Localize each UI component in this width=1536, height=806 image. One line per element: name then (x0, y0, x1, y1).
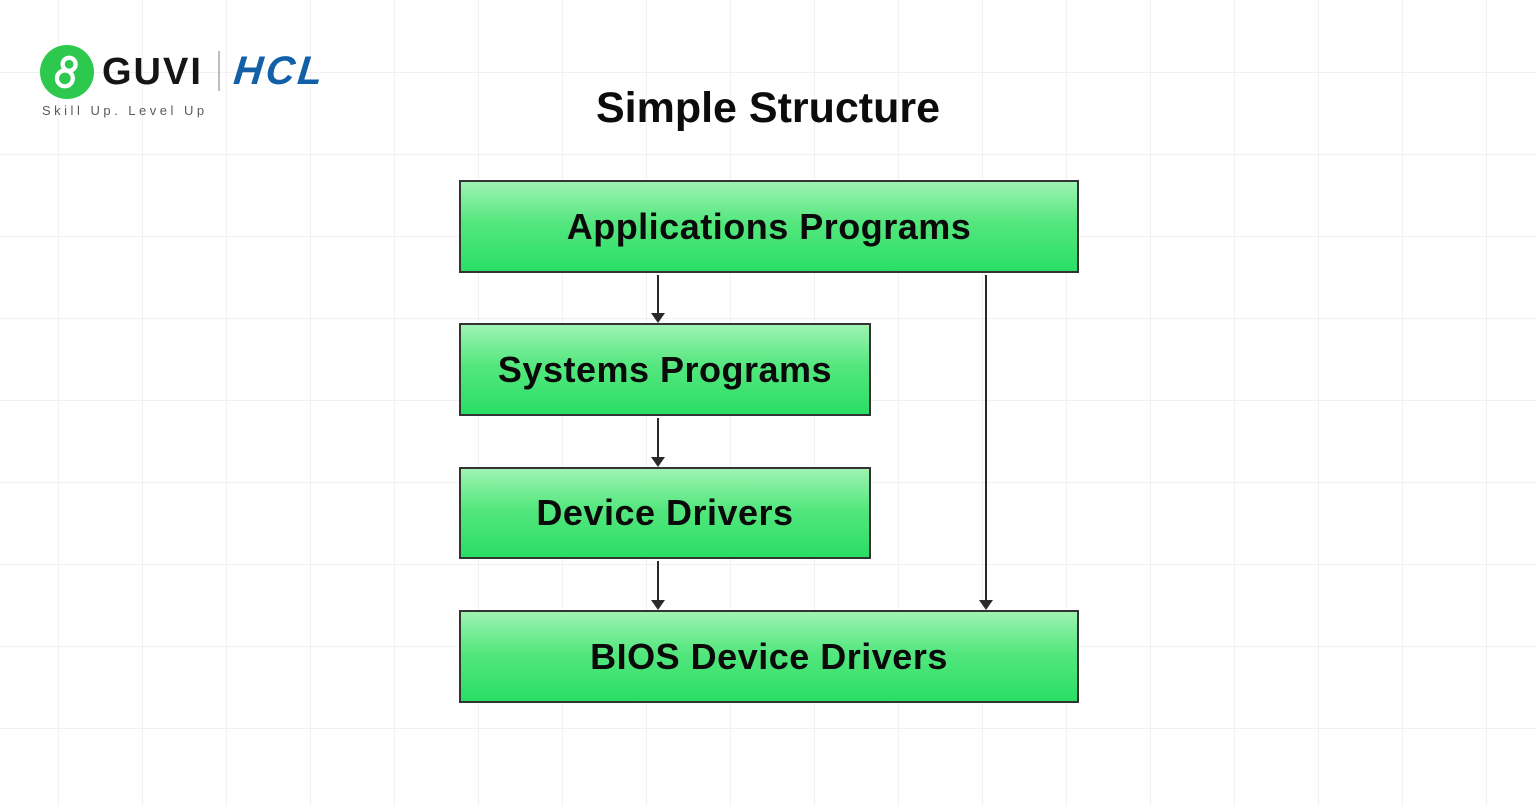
flow-box-systems-programs: Systems Programs (459, 323, 871, 416)
flow-box-applications-programs: Applications Programs (459, 180, 1079, 273)
flow-box-label: Systems Programs (497, 348, 833, 390)
flow-box-label: BIOS Device Drivers (590, 635, 948, 677)
flow-box-label: Applications Programs (566, 205, 972, 247)
guvi-g-glyph-icon (54, 55, 78, 89)
flow-box-device-drivers: Device Drivers (459, 467, 871, 559)
guvi-wordmark: GUVI (102, 51, 203, 93)
flow-box-bios-device-drivers: BIOS Device Drivers (459, 610, 1079, 703)
arrow-applications-to-systems (657, 275, 659, 314)
brand-tagline: Skill Up. Level Up (42, 103, 208, 118)
brand-divider (218, 51, 220, 91)
flow-box-label: Device Drivers (536, 492, 794, 533)
page-title: Simple Structure (595, 84, 941, 132)
guvi-logo-icon (40, 45, 94, 99)
arrow-device-to-bios (657, 561, 659, 601)
arrow-systems-to-device (657, 418, 659, 458)
arrow-applications-to-bios (985, 275, 987, 601)
